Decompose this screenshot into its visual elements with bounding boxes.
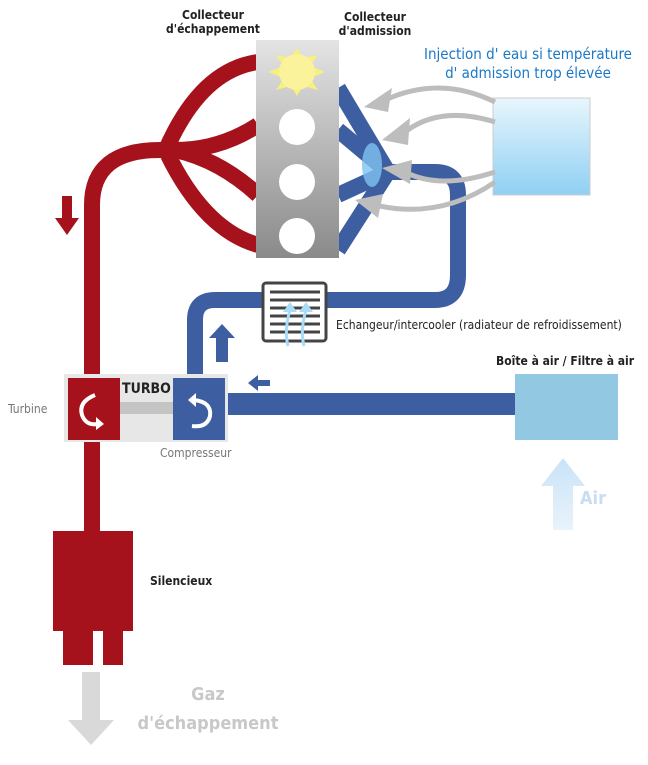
intercooler-icon	[261, 281, 328, 347]
label-line: Injection d' eau si température	[424, 45, 632, 63]
water-spray	[362, 143, 382, 187]
sun-heat-icon	[268, 48, 325, 96]
turbine-label: Turbine	[8, 402, 48, 416]
label-line: d' admission trop élevée	[445, 64, 611, 82]
exhaust-pipes	[84, 54, 264, 540]
turbine	[68, 378, 120, 440]
compressor	[173, 378, 225, 440]
air-label: Air	[580, 488, 607, 509]
intake-manifold-label: Collecteur d'admission	[330, 10, 420, 38]
air-inlet-arrow-icon	[541, 458, 585, 530]
turbo-label: TURBO	[122, 381, 171, 397]
label-line: d'échappement	[137, 713, 279, 734]
air-box-label: Boîte à air / Filtre à air	[496, 354, 635, 368]
label-line: Collecteur	[182, 8, 244, 22]
compressor-rotation-icon	[191, 398, 213, 429]
turbo-unit	[64, 374, 228, 442]
engine-block	[256, 40, 339, 258]
water-injection-label: Injection d' eau si température d' admis…	[408, 45, 648, 83]
label-line: d'admission	[338, 24, 412, 38]
exhaust-gas-label: Gaz d'échappement	[120, 680, 296, 738]
cylinder	[279, 218, 315, 254]
label-line: d'échappement	[166, 22, 260, 36]
muffler-label: Silencieux	[150, 574, 213, 588]
water-tank	[492, 97, 591, 196]
intake-up-arrow-icon	[209, 324, 235, 362]
water-injection-arrows	[374, 85, 497, 212]
label-line: Gaz	[191, 684, 225, 705]
intake-pipes	[187, 83, 518, 415]
label-line: Collecteur	[344, 10, 406, 24]
exhaust-manifold-label: Collecteur d'échappement	[160, 8, 266, 36]
compressor-label: Compresseur	[160, 446, 232, 460]
intake-left-arrow-icon	[248, 375, 270, 391]
cylinder	[279, 164, 315, 200]
exhaust-flow-arrow-icon	[55, 196, 79, 235]
air-box	[515, 374, 618, 440]
turbine-rotation-icon	[79, 393, 99, 427]
intercooler-label: Echangeur/intercooler (radiateur de refr…	[336, 318, 622, 332]
cylinder	[279, 109, 315, 145]
arrowheads	[355, 88, 412, 218]
exhaust-out-arrow-icon	[68, 672, 114, 745]
muffler	[53, 531, 133, 665]
